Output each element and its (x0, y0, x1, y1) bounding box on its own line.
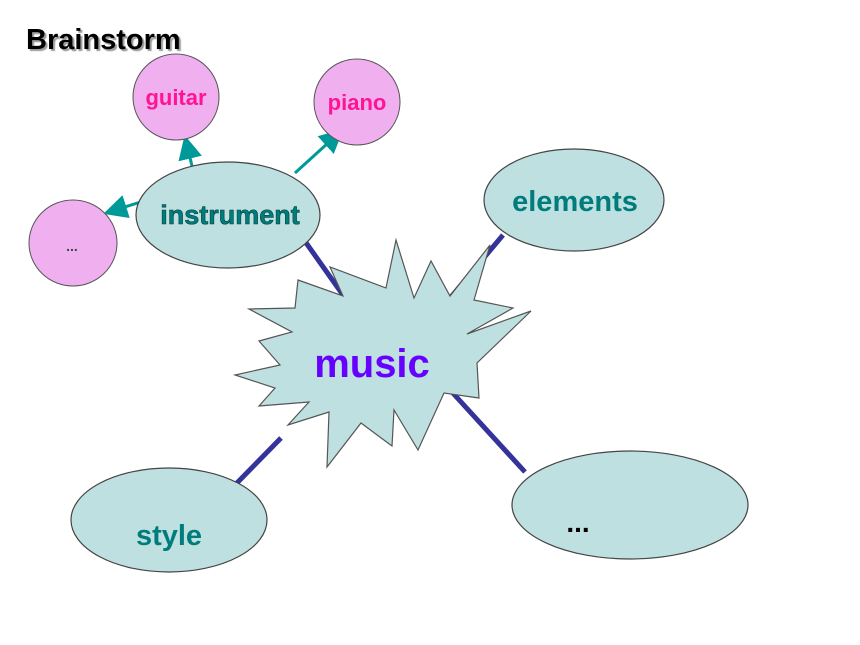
sub-more-node (28, 199, 118, 287)
sub-guitar-node (132, 53, 220, 141)
connector-more (449, 389, 527, 474)
sub-piano-node (313, 58, 401, 146)
branch-elements-label: elements (512, 186, 638, 218)
center-label: music (314, 342, 430, 386)
arrow-to-guitar (178, 135, 202, 167)
branch-more-label: ... (566, 507, 589, 538)
sub-guitar-label: guitar (145, 85, 207, 110)
sub-piano-label: piano (328, 90, 387, 115)
branch-instrument-label: instrument (160, 200, 300, 230)
arrow-to-piano (293, 128, 344, 175)
branch-more-node (511, 450, 749, 560)
branch-instrument-node (135, 161, 321, 269)
branch-elements-node (483, 148, 665, 252)
page-title: Brainstorm (26, 24, 181, 56)
branch-style-node (70, 467, 268, 573)
branch-style-label: style (136, 520, 202, 552)
sub-more-label: ... (66, 238, 78, 254)
center-burst (232, 237, 532, 469)
connector-style (231, 436, 283, 489)
